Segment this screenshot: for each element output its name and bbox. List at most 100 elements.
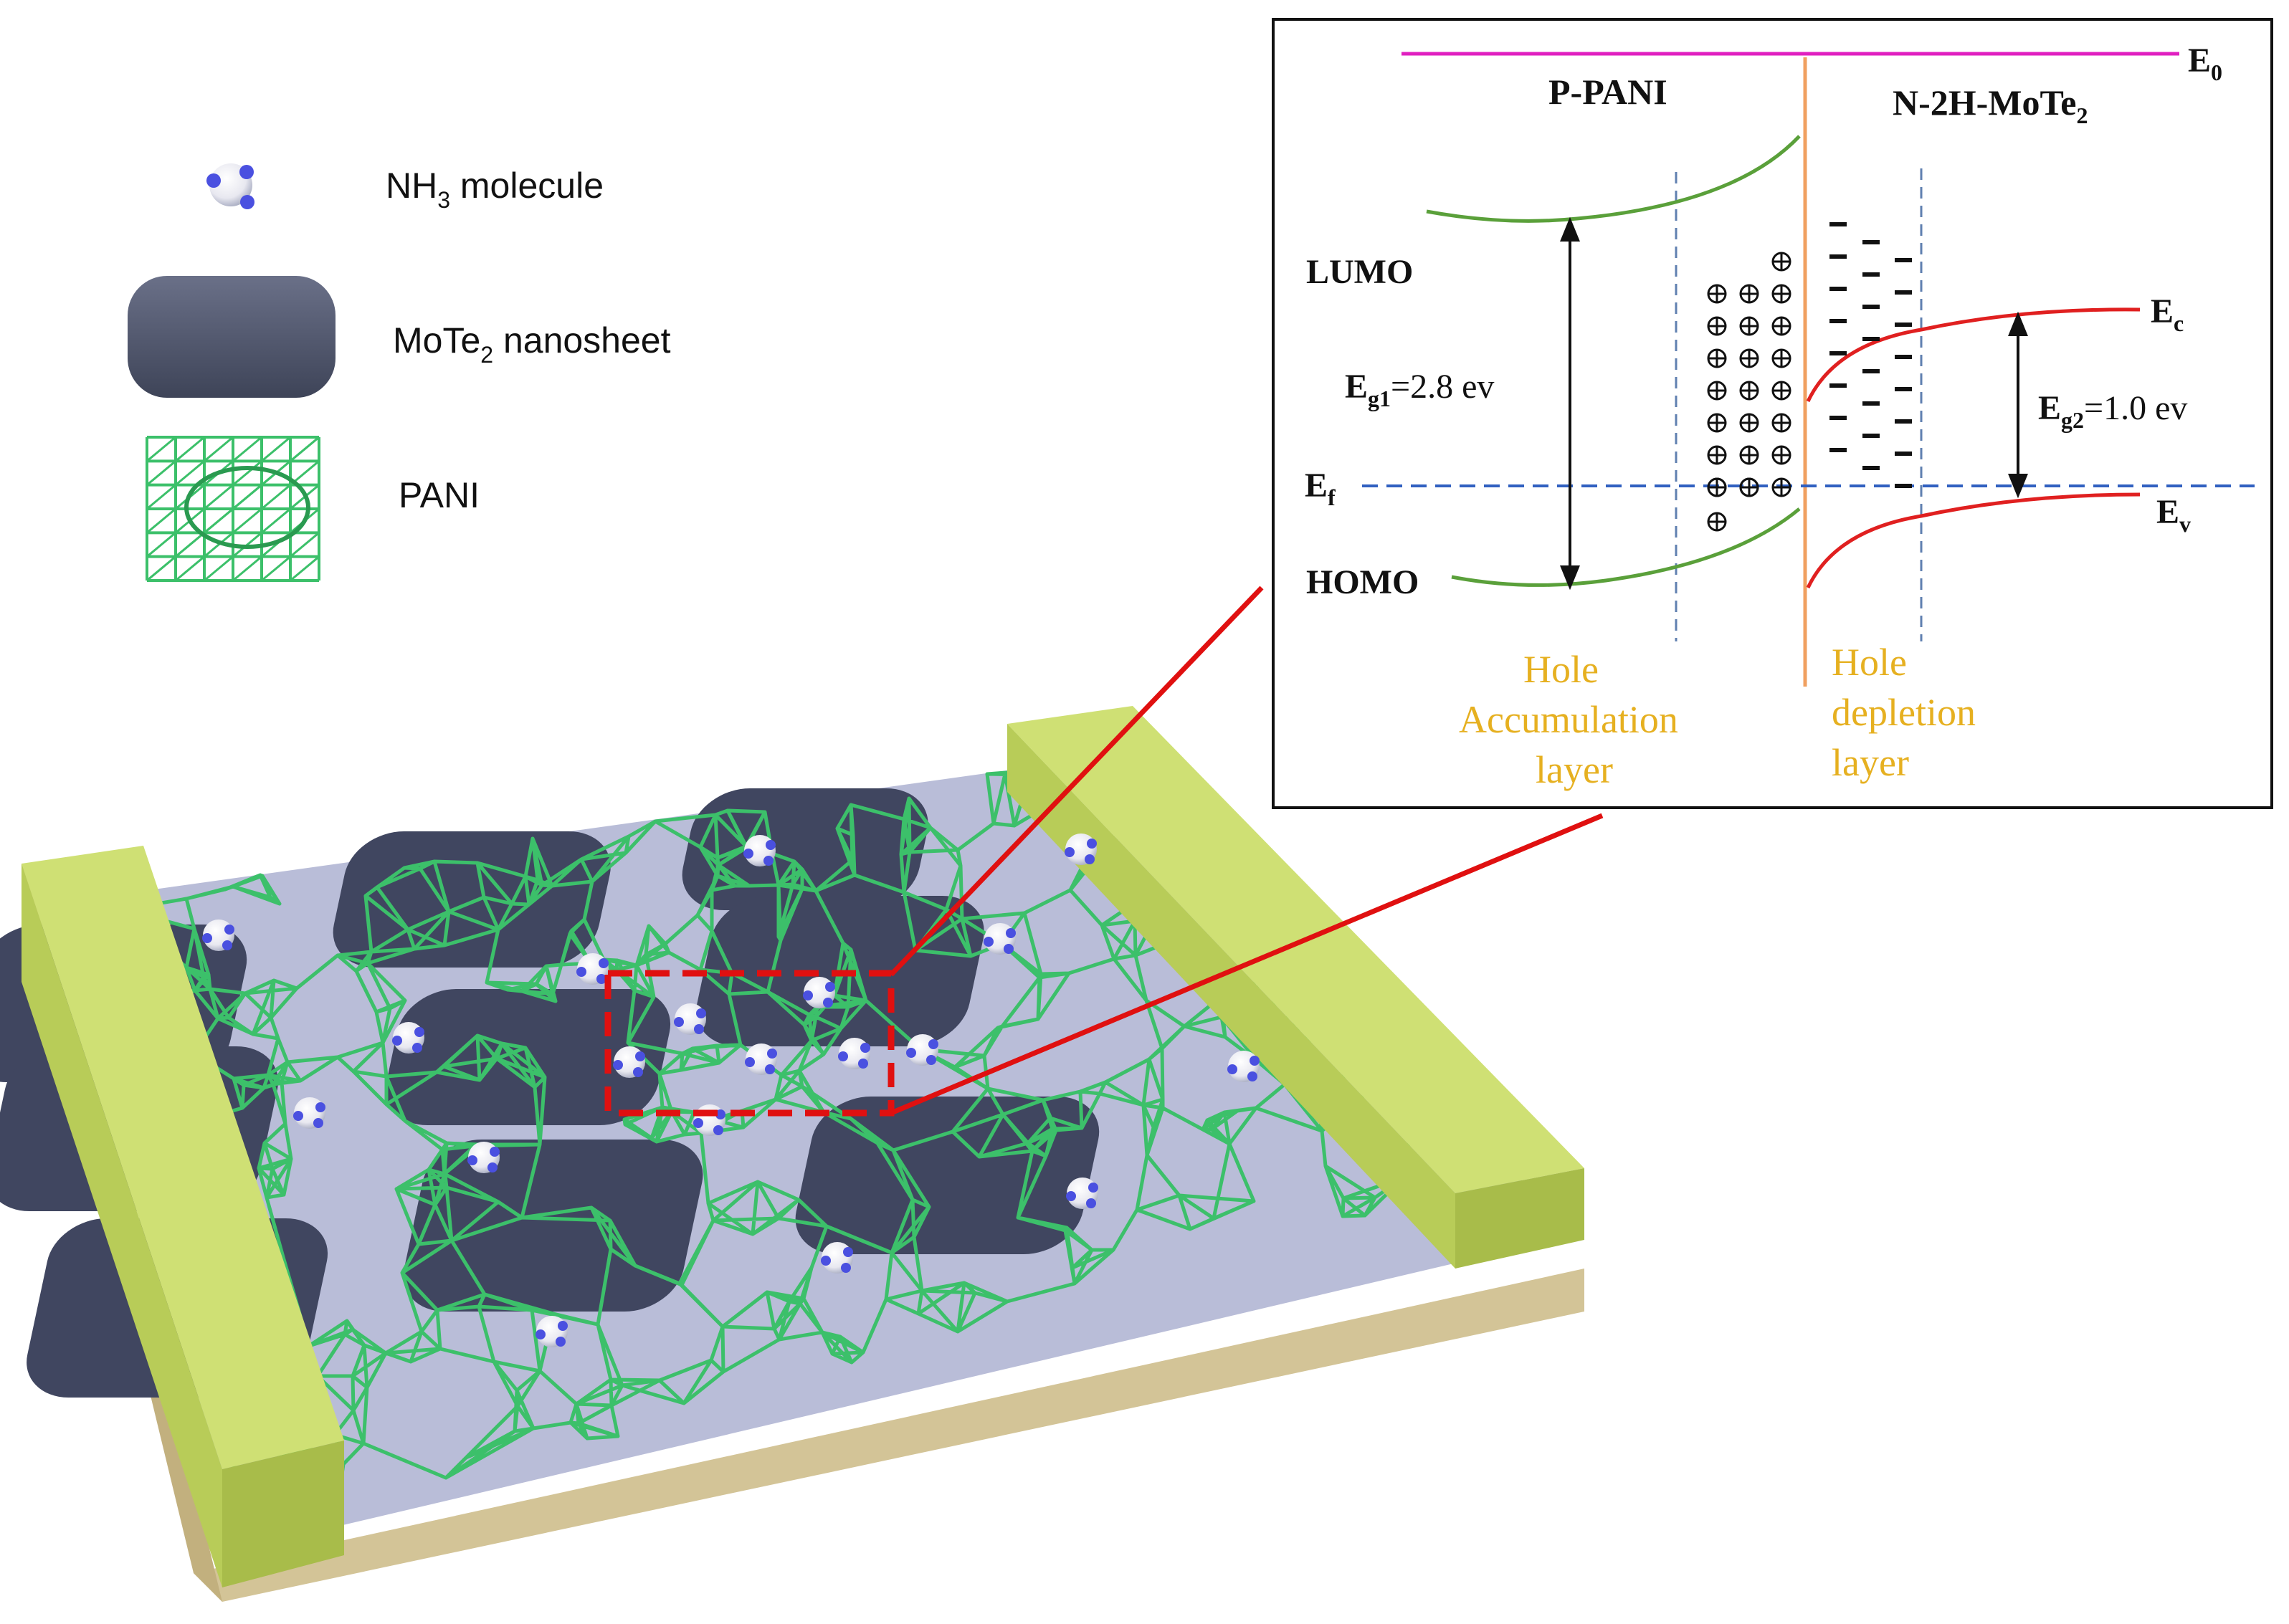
hole-13 [1707, 413, 1727, 433]
left-material-label: P-PANI [1548, 72, 1667, 112]
electron-4 [1829, 351, 1847, 355]
hole-17 [1739, 445, 1759, 465]
nh3-molecule-2 [1065, 834, 1097, 865]
hole-16 [1707, 445, 1727, 465]
nh3-molecule-0 [202, 920, 234, 951]
hole-18 [1771, 445, 1791, 465]
electron-10 [1862, 305, 1880, 309]
callout-line-lower [890, 813, 1604, 1116]
hole-7 [1707, 348, 1727, 368]
nh3-molecule-12 [1227, 1051, 1260, 1082]
hole-4 [1707, 316, 1727, 336]
hole-5 [1739, 316, 1759, 336]
nh3-molecule-16 [1066, 1178, 1098, 1209]
bandgap-arrow-left [1560, 216, 1580, 591]
electron-11 [1862, 337, 1880, 341]
vacuum-level-label: E0 [2188, 42, 2222, 85]
hole-23 [1739, 477, 1759, 497]
homo-curve [1451, 507, 1801, 587]
electron-16 [1895, 258, 1912, 262]
right-layer-line1: Hole [1832, 641, 1907, 684]
electron-1 [1829, 254, 1847, 259]
right-material-label: N-2H-MoTe2 [1893, 82, 2088, 128]
electron-23 [1895, 484, 1912, 488]
hole-21 [1771, 477, 1791, 497]
mote2-nanosheet-icon [128, 276, 336, 398]
electron-19 [1895, 355, 1912, 359]
legend-label-pani: PANI [399, 475, 480, 515]
hole-8 [1739, 348, 1759, 368]
nh3-molecule-13 [293, 1097, 325, 1129]
hole-22 [1707, 477, 1727, 497]
right-layer-line3: layer [1832, 741, 1909, 784]
nh3-molecule-17 [821, 1242, 853, 1274]
sensor-device [0, 706, 1584, 1602]
electron-15 [1862, 466, 1880, 470]
electron-5 [1829, 383, 1847, 388]
nh3-molecule-5 [803, 977, 835, 1008]
electron-13 [1862, 401, 1880, 406]
homo-label: HOMO [1306, 563, 1419, 601]
hole-0 [1771, 252, 1791, 272]
nh3-molecule-6 [674, 1003, 706, 1035]
gap-right-label: Eg2=1.0 ev [2038, 389, 2187, 433]
zoom-region-box [604, 970, 895, 1117]
electron-12 [1862, 369, 1880, 373]
lumo-curve [1426, 135, 1801, 223]
nh3-molecule-8 [838, 1038, 870, 1069]
substrate-front-side [194, 1269, 1584, 1602]
hole-11 [1739, 381, 1759, 401]
band-diagram-panel: E0 P-PANI N-2H-MoTe2 LUMO HOMO [1272, 18, 2273, 809]
callout-line-upper [889, 586, 1264, 977]
electron-2 [1829, 287, 1847, 291]
electron-7 [1829, 448, 1847, 452]
conduction-band-curve [1806, 307, 2141, 403]
nh3-molecule-18 [536, 1316, 568, 1347]
lumo-label: LUMO [1306, 253, 1413, 291]
electron-20 [1895, 387, 1912, 391]
hole-1 [1707, 284, 1727, 304]
nh3-molecule-10 [745, 1043, 777, 1075]
left-layer-line3: layer [1536, 748, 1613, 791]
bandgap-arrow-right [2008, 311, 2028, 499]
electron-0 [1829, 222, 1847, 226]
nh3-molecule-7 [392, 1022, 424, 1054]
electron-22 [1895, 452, 1912, 456]
nanosheet-7 [403, 1140, 703, 1312]
electron-6 [1829, 416, 1847, 420]
right-electrode [1007, 706, 1584, 1269]
nh3-molecule-4 [984, 923, 1016, 955]
legend-label-mote2: MoTe2 nanosheet [393, 320, 671, 368]
hole-3 [1771, 284, 1791, 304]
conduction-label: Ec [2151, 292, 2184, 336]
fermi-label: Ef [1305, 467, 1336, 510]
left-layer-line2: Accumulation [1459, 698, 1678, 741]
nh3-molecule-3 [576, 953, 609, 985]
hole-15 [1771, 413, 1791, 433]
valence-band-curve [1806, 492, 2141, 589]
electron-charges [1829, 222, 1912, 488]
nh3-molecule-15 [467, 1142, 500, 1173]
hole-14 [1739, 413, 1759, 433]
electron-8 [1862, 240, 1880, 244]
hole-9 [1771, 348, 1791, 368]
electron-14 [1862, 434, 1880, 438]
left-layer-line1: Hole [1523, 648, 1599, 691]
hole-2 [1739, 284, 1759, 304]
electron-18 [1895, 323, 1912, 327]
hole-24 [1707, 512, 1727, 532]
nh3-molecule-icon [206, 163, 254, 209]
electron-9 [1862, 272, 1880, 277]
gap-left-label: Eg1=2.8 ev [1345, 368, 1494, 411]
hole-10 [1707, 381, 1727, 401]
hole-6 [1771, 316, 1791, 336]
electron-21 [1895, 419, 1912, 424]
legend-label-nh3: NH3 molecule [386, 166, 604, 213]
nh3-molecule-9 [613, 1046, 645, 1078]
valence-label: Ev [2156, 493, 2191, 537]
legend: NH3 molecule MoTe2 nanosheet PANI [128, 163, 671, 582]
left-electrode [22, 846, 344, 1587]
electron-3 [1829, 319, 1847, 323]
hole-12 [1771, 381, 1791, 401]
